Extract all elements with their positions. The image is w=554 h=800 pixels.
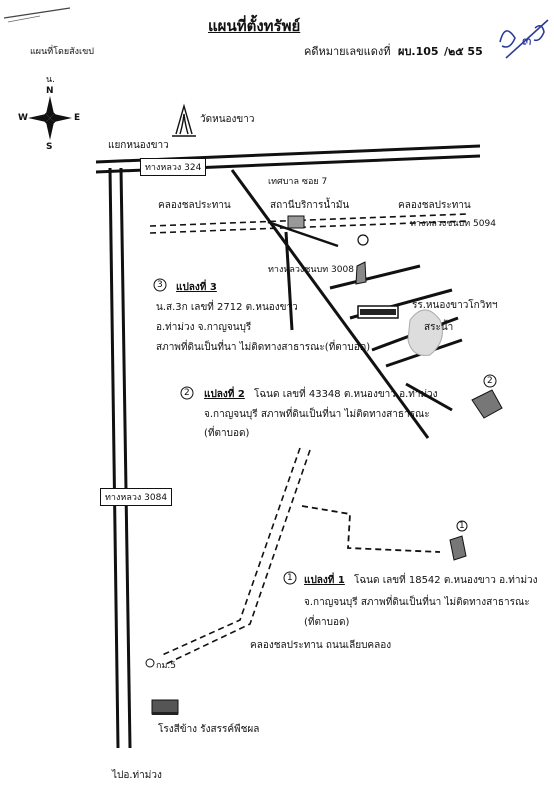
rural-road-5094-label: ทางหลวงชนบท 5094	[410, 219, 496, 229]
gas-station-road	[267, 220, 339, 248]
parcel-3-number: 3	[157, 280, 163, 290]
handwritten-number: ๓	[522, 33, 532, 49]
mill-label: โรงสีข้าง รังสรรค์พืชผล	[158, 724, 260, 735]
parcel-3-title: แปลงที่ 3	[176, 282, 217, 293]
irrigation-canal	[149, 213, 469, 234]
parcel-2-line3: (ที่ตาบอด)	[204, 428, 250, 439]
handwritten-mark	[499, 19, 549, 59]
parcel-2-number-circle	[180, 386, 194, 400]
compass-north-thai: น.	[46, 75, 56, 85]
canal-left-label: คลองชลประทาน	[158, 200, 231, 211]
compass-rose-icon	[28, 96, 72, 140]
building-icon	[355, 261, 367, 285]
parcel-3-line1: น.ส.3ก เลขที่ 2712 ต.หนองขาว	[156, 302, 298, 313]
parcel-1-line1: โฉนด เลขที่ 18542 ต.หนองขาว อ.ท่าม่วง	[354, 575, 538, 586]
soi7-road	[230, 169, 430, 439]
parcel-1-map-number: 1	[459, 521, 465, 531]
parcel-1-number-circle	[283, 571, 297, 585]
case-label: คดีหมายเลขแดงที่	[304, 45, 391, 58]
temple-label: วัดหนองขาว	[200, 114, 255, 125]
map-type-label: แผนที่โดยสังเขป	[30, 47, 94, 57]
school-building-icon	[357, 305, 399, 319]
parcel-2-map-number: 2	[487, 376, 493, 386]
compass-n: N	[46, 86, 54, 96]
parcel-1-shape	[449, 535, 467, 561]
canal-road-label: คลองชลประทาน ถนนเลียบคลอง	[250, 640, 392, 651]
parcel-3-line3: สภาพที่ดินเป็นที่นา ไม่ติดทางสาธารณะ(ที่…	[156, 342, 371, 353]
case-number: ผบ.105	[398, 45, 439, 58]
parcel-2-number: 2	[184, 388, 190, 398]
junction-label: แยกหนองขาว	[108, 140, 169, 151]
parcel-3-number-circle	[153, 278, 167, 292]
parcel-1-marker	[456, 520, 468, 532]
parcel-3-line2: อ.ท่าม่วง จ.กาญจนบุรี	[156, 322, 252, 333]
gas-station-label: สถานีบริการน้ำมัน	[270, 200, 350, 211]
compass-w: W	[18, 113, 28, 123]
parcel-1-access-path	[301, 505, 441, 553]
school-label: รร.หนองขาวโกวิทฯ	[412, 300, 498, 311]
highway-324-label: ทางหลวง 324	[140, 158, 207, 176]
km-marker-icon	[145, 658, 155, 668]
parcel-1-title: แปลงที่ 1	[304, 575, 345, 586]
highway-3084-road	[108, 167, 132, 749]
parcel-2-title: แปลงที่ 2	[204, 389, 245, 400]
highway-3008-label: ทางหลวงชนบท 3008	[268, 265, 354, 275]
compass-e: E	[74, 113, 81, 123]
highway-3084-label: ทางหลวง 3084	[100, 488, 173, 506]
gas-station-icon	[287, 215, 305, 229]
canal-right-label: คลองชลประทาน	[398, 200, 471, 211]
corner-mark	[3, 7, 71, 19]
parcel-1-line3: (ที่ตาบอด)	[304, 617, 350, 628]
parcel-2-shape	[471, 389, 503, 419]
compass-s: S	[46, 142, 53, 152]
pond-area	[407, 309, 443, 356]
parcel-2-marker	[483, 374, 497, 388]
parcel-1-line2: จ.กาญจนบุรี สภาพที่ดินเป็นที่นา ไม่ติดทา…	[304, 597, 530, 608]
highway-3008-road	[284, 231, 294, 331]
case-year: /๒๕ 55	[444, 45, 483, 58]
canal-road-bottom	[159, 447, 311, 665]
temple-icon	[172, 103, 196, 137]
parcel-1-number: 1	[287, 573, 293, 583]
parcel-2-line1: โฉนด เลขที่ 43348 ต.หนองขาว อ.ท่าม่วง	[254, 389, 438, 400]
pond-label: สระน้ำ	[424, 322, 454, 333]
mill-icon	[151, 699, 179, 715]
page-title: แผนที่ตั้งทรัพย์	[208, 17, 301, 35]
km-label: กม.5	[156, 661, 176, 671]
marker-circle-icon	[357, 234, 369, 246]
parcel-2-line2: จ.กาญจนบุรี สภาพที่ดินเป็นที่นา ไม่ติดทา…	[204, 409, 430, 420]
soi7-label: เทศบาล ซอย 7	[268, 177, 328, 187]
destination-label: ไปอ.ท่าม่วง	[112, 770, 162, 781]
